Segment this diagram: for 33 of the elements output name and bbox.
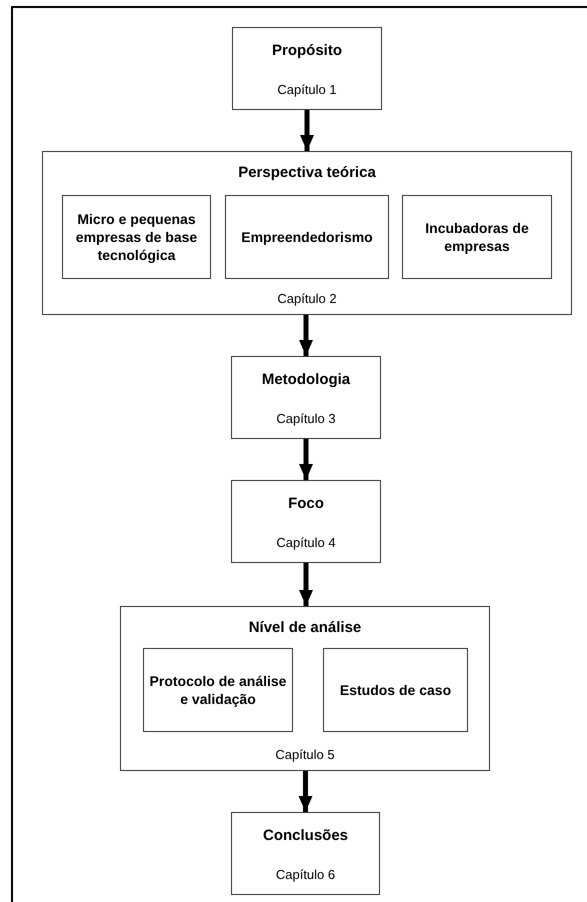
- process-box: [232, 27, 382, 110]
- group-box: [42, 151, 572, 315]
- arrow: [299, 315, 313, 356]
- chapter-label: Capítulo 3: [275, 411, 337, 426]
- box-label: Incubadoras de empresas: [424, 218, 530, 256]
- chapter-label: Capítulo 1: [276, 82, 338, 97]
- box-label: Empreendedorismo: [240, 228, 374, 246]
- box-label: Micro e pequenas empresas de base tecnológica: [74, 210, 198, 264]
- chapter-label: Capítulo 2: [276, 291, 338, 306]
- box-title: Nível de análise: [248, 619, 362, 636]
- box-label: Estudos de caso: [338, 680, 452, 700]
- process-box: [231, 812, 380, 895]
- box-label: Protocolo de análise e validação: [148, 672, 288, 708]
- process-box: [231, 356, 381, 439]
- chapter-label: Capítulo 6: [274, 867, 336, 882]
- process-box: [62, 195, 211, 279]
- chapter-label: Capítulo 5: [274, 747, 336, 762]
- process-box: [231, 480, 381, 563]
- box-title: Metodologia: [260, 371, 352, 388]
- arrow: [298, 771, 312, 812]
- box-title: Propósito: [271, 42, 343, 59]
- group-box: [120, 606, 490, 771]
- process-box: [323, 648, 468, 732]
- chapter-label: Capítulo 4: [275, 535, 337, 550]
- arrow: [299, 563, 313, 606]
- box-title: Perspectiva teórica: [237, 164, 377, 181]
- process-box: [225, 195, 389, 279]
- box-title: Foco: [287, 495, 325, 512]
- box-title: Conclusões: [262, 827, 350, 844]
- process-box: [402, 195, 552, 279]
- arrow: [299, 439, 313, 480]
- process-box: [143, 648, 293, 732]
- arrow: [300, 110, 314, 151]
